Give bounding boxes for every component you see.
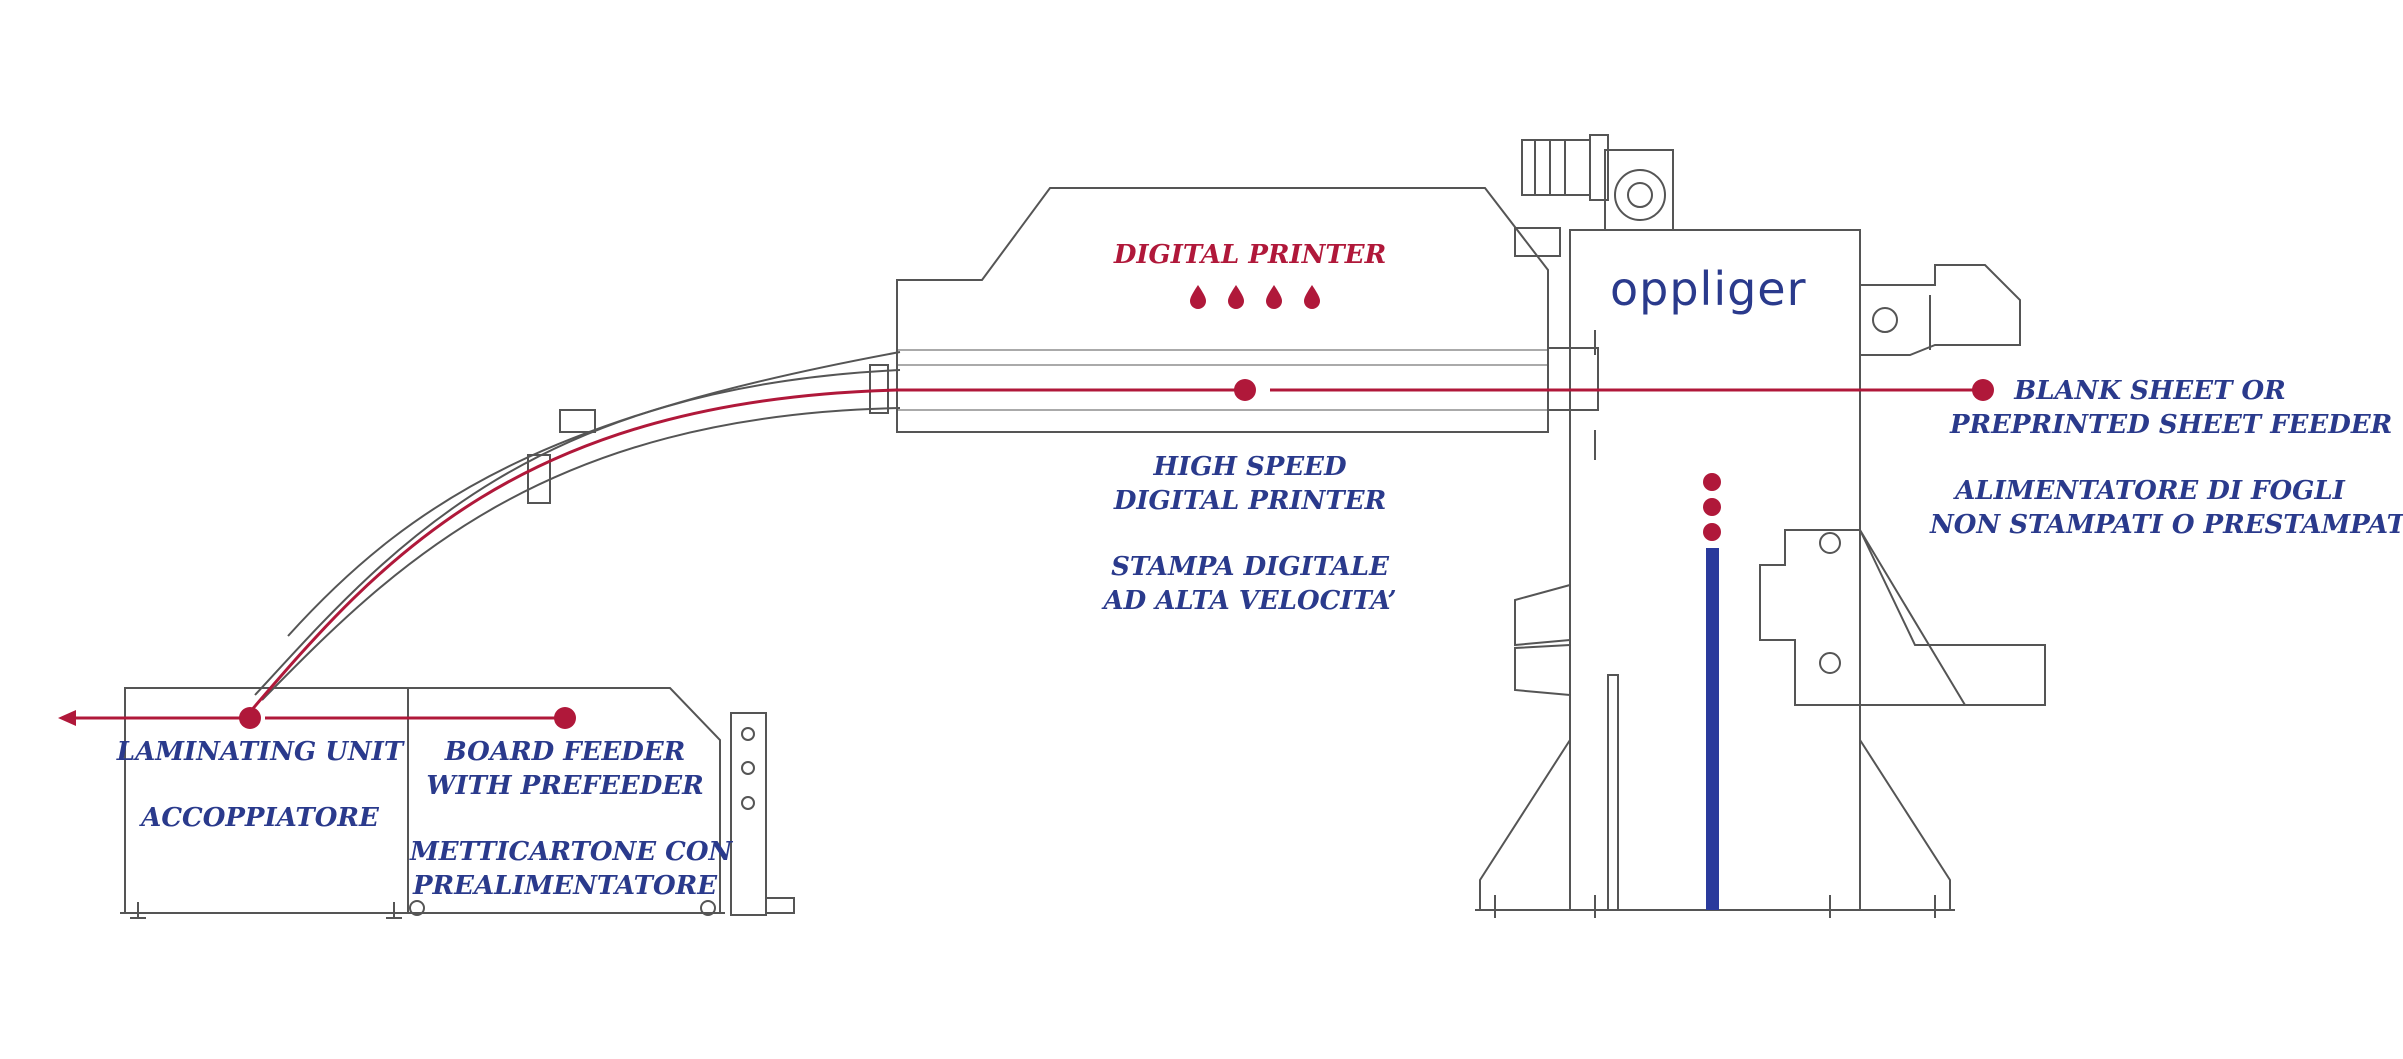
flow-node-dots — [239, 379, 1994, 729]
printer-node-dot — [1234, 379, 1256, 401]
arrow-left-icon — [58, 710, 76, 726]
ink-drop-icon — [1190, 285, 1320, 309]
digital-printer-label: DIGITAL PRINTER — [1113, 240, 1387, 270]
tower-stack-indicator — [1706, 548, 1719, 910]
tower-dot-3 — [1703, 523, 1721, 541]
laminating-unit-body — [120, 687, 795, 919]
oppliger-logo: oppliger — [1610, 262, 1807, 316]
feeder-node-dot — [1972, 379, 1994, 401]
laminating-node-dot — [239, 707, 261, 729]
gear-motor-icon — [1514, 134, 1674, 257]
tower-dot-2 — [1703, 498, 1721, 516]
paper-flow-path — [70, 388, 1975, 720]
sheet-feeder-body — [1759, 264, 2046, 706]
transfer-conveyor — [254, 351, 901, 701]
accoppiatore-label: ACCOPPIATORE — [141, 803, 379, 833]
board-feeder-node-dot — [554, 707, 576, 729]
laminating-unit-label: LAMINATING UNIT — [116, 737, 404, 767]
tower-dot-1 — [1703, 473, 1721, 491]
